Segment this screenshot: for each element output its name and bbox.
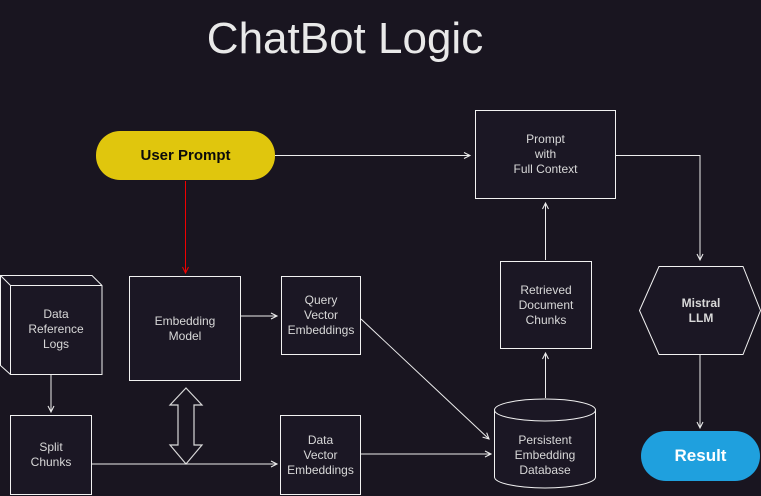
user-prompt-label: User Prompt <box>140 147 231 164</box>
query-vector-embeddings-label: Query Vector Embeddings <box>287 293 355 337</box>
node-persistent-embedding-database-shape <box>494 398 596 489</box>
prompt-with-full-context-label: Prompt with Full Context <box>513 132 578 176</box>
result-label: Result <box>674 446 727 465</box>
node-split-chunks: Split Chunks <box>10 415 92 495</box>
node-query-vector-embeddings: Query Vector Embeddings <box>281 276 361 355</box>
node-prompt-with-full-context: Prompt with Full Context <box>475 110 616 199</box>
node-result: Result <box>641 431 760 481</box>
node-mistral-llm: Mistral LLM <box>659 266 743 355</box>
node-persistent-embedding-database: Persistent Embedding Database <box>494 425 596 485</box>
edge-query-vector-to-database <box>360 318 490 440</box>
persistent-embedding-database-label: Persistent Embedding Database <box>514 432 576 477</box>
node-user-prompt: User Prompt <box>96 131 275 180</box>
mistral-llm-label: Mistral LLM <box>681 295 721 325</box>
node-data-vector-embeddings: Data Vector Embeddings <box>280 415 361 495</box>
bidirectional-block-arrow <box>168 387 204 465</box>
data-reference-logs-label: Data Reference Logs <box>28 307 84 351</box>
split-chunks-label: Split Chunks <box>30 440 72 469</box>
node-data-reference-logs: Data Reference Logs <box>10 285 102 374</box>
diagram-title: ChatBot Logic <box>206 14 484 63</box>
embedding-model-label: Embedding Model <box>154 313 216 343</box>
retrieved-document-chunks-label: Retrieved Document Chunks <box>518 282 574 327</box>
data-vector-embeddings-label: Data Vector Embeddings <box>287 432 354 477</box>
node-embedding-model: Embedding Model <box>129 276 241 381</box>
node-retrieved-document-chunks: Retrieved Document Chunks <box>500 261 592 349</box>
node-data-reference-logs-shape <box>0 275 103 375</box>
edge-prompt-full-context-to-mistral-llm <box>616 155 704 262</box>
